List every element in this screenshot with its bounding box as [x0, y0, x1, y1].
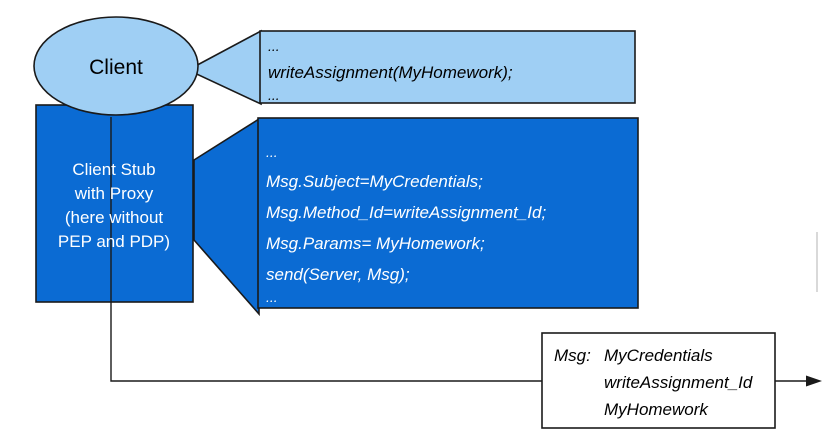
client-stub-label-line-3: (here without — [65, 208, 164, 227]
message-box-field-3: MyHomework — [604, 400, 709, 419]
message-box-label: Msg: — [554, 346, 591, 365]
client-node-label: Client — [89, 56, 143, 79]
application-callout-line-2: writeAssignment(MyHomework); — [268, 63, 513, 82]
message-box-field-1: MyCredentials — [604, 346, 713, 365]
stub-callout-line-6: ... — [266, 289, 278, 305]
client-stub-label-line-2: with Proxy — [74, 184, 154, 203]
stub-callout-line-1: ... — [266, 144, 278, 160]
message-box-field-2: writeAssignment_Id — [604, 373, 753, 392]
application-callout-line-1: ... — [268, 38, 280, 54]
stub-callout-line-3: Msg.Method_Id=writeAssignment_Id; — [266, 203, 546, 222]
client-stub-label-line-4: PEP and PDP) — [58, 232, 170, 251]
message-box — [541, 332, 776, 429]
stub-callout-line-4: Msg.Params= MyHomework; — [266, 234, 485, 253]
stub-callout-tail — [193, 117, 260, 317]
client-stub-label-line-1: Client Stub — [72, 160, 155, 179]
message-outgoing-arrowhead — [806, 375, 822, 387]
application-callout-box — [259, 30, 636, 104]
application-callout-line-3: ... — [268, 87, 280, 103]
stub-callout-line-5: send(Server, Msg); — [266, 265, 410, 284]
application-callout-tail — [186, 29, 262, 106]
stub-callout-box — [257, 117, 639, 309]
stub-callout-line-2: Msg.Subject=MyCredentials; — [266, 172, 483, 191]
client-stub-body — [35, 104, 194, 303]
client-node-ellipse — [33, 16, 199, 116]
